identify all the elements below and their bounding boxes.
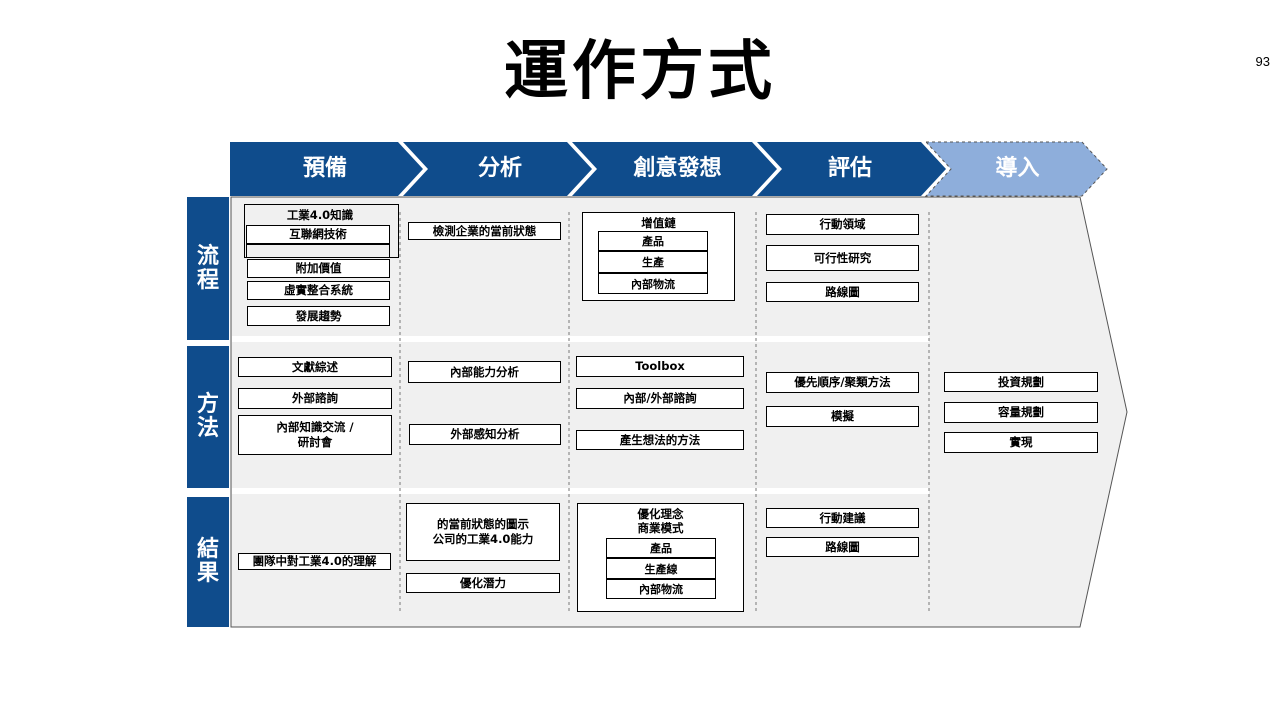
stage-label-prep: 預備 xyxy=(302,156,347,181)
process-analysis-item: 檢測企業的當前狀態 xyxy=(408,222,561,240)
method-introduction-item: 容量規劃 xyxy=(944,402,1098,423)
result-analysis-item: 的當前狀態的圖示 公司的工業4.0能力 xyxy=(406,503,560,561)
result-evaluation-item: 路線圖 xyxy=(766,537,919,557)
row-label-method-text: 方法 xyxy=(196,392,219,441)
row-bar-process xyxy=(187,197,229,340)
process-evaluation-item: 路線圖 xyxy=(766,282,919,302)
row-label-process-text: 流程 xyxy=(196,243,219,293)
result-ideation-item: 產品 xyxy=(606,538,716,558)
result-prep-item: 團隊中對工業4.0的理解 xyxy=(238,553,391,570)
stage-label-ideation: 創意發想 xyxy=(633,156,722,181)
process-evaluation-item: 行動領域 xyxy=(766,214,919,235)
process-ideation-item: 內部物流 xyxy=(598,273,708,294)
row-bar-result xyxy=(187,497,229,627)
process-prep-item: 虛實整合系統 xyxy=(247,281,390,300)
stage-label-introduction: 導入 xyxy=(995,156,1040,181)
stage-chevron-evaluation xyxy=(757,142,946,196)
page-number: 93 xyxy=(1255,54,1270,69)
process-prep-item: 附加價值 xyxy=(247,259,390,278)
result-ideation-item: 內部物流 xyxy=(606,579,716,599)
stage-label-evaluation: 評估 xyxy=(827,156,872,181)
method-introduction-item: 實現 xyxy=(944,432,1098,453)
process-prep-item: 發展趨勢 xyxy=(247,306,390,326)
process-prep-spacer xyxy=(246,244,390,258)
stage-label-analysis: 分析 xyxy=(477,156,522,181)
method-analysis-item: 內部能力分析 xyxy=(408,361,561,383)
row-label-method: 方法 xyxy=(187,346,229,488)
row-divider-1 xyxy=(232,336,929,342)
stage-chevron-introduction xyxy=(924,141,1108,197)
process-prep-item: 工業4.0知識 xyxy=(286,208,354,222)
result-ideation-item: 生產線 xyxy=(606,558,716,579)
method-introduction-item: 投資規劃 xyxy=(944,372,1098,392)
page-title: 運作方式 xyxy=(504,35,776,109)
result-ideation-title: 優化理念 商業模式 xyxy=(637,507,684,535)
process-ideation-item: 生產 xyxy=(598,251,708,273)
method-prep-item: 文獻綜述 xyxy=(238,357,392,377)
stage-chevron-analysis xyxy=(403,142,592,196)
row-bar-method xyxy=(187,346,229,488)
row-label-result: 結果 xyxy=(187,497,229,627)
row-divider-2 xyxy=(232,488,929,494)
process-ideation-item: 產品 xyxy=(598,231,708,251)
row-label-result-text: 結果 xyxy=(196,537,219,586)
method-prep-item: 外部諮詢 xyxy=(238,388,392,409)
process-ideation-title: 增值鏈 xyxy=(641,216,676,230)
result-analysis-item: 優化潛力 xyxy=(406,573,560,593)
method-prep-item: 內部知識交流 / 研討會 xyxy=(238,415,392,455)
row-label-process: 流程 xyxy=(187,197,229,340)
method-evaluation-item: 優先順序/聚類方法 xyxy=(766,372,919,393)
result-evaluation-item: 行動建議 xyxy=(766,508,919,528)
stage-chevron-ideation xyxy=(572,142,777,196)
process-prep-item: 互聯網技術 xyxy=(246,225,390,244)
method-ideation-item: 內部/外部諮詢 xyxy=(576,388,744,409)
method-ideation-item: Toolbox xyxy=(576,356,744,377)
method-evaluation-item: 模擬 xyxy=(766,406,919,427)
method-ideation-item: 產生想法的方法 xyxy=(576,430,744,450)
process-evaluation-item: 可行性研究 xyxy=(766,245,919,271)
method-analysis-item: 外部感知分析 xyxy=(409,424,561,445)
stage-chevron-prep xyxy=(230,142,423,196)
